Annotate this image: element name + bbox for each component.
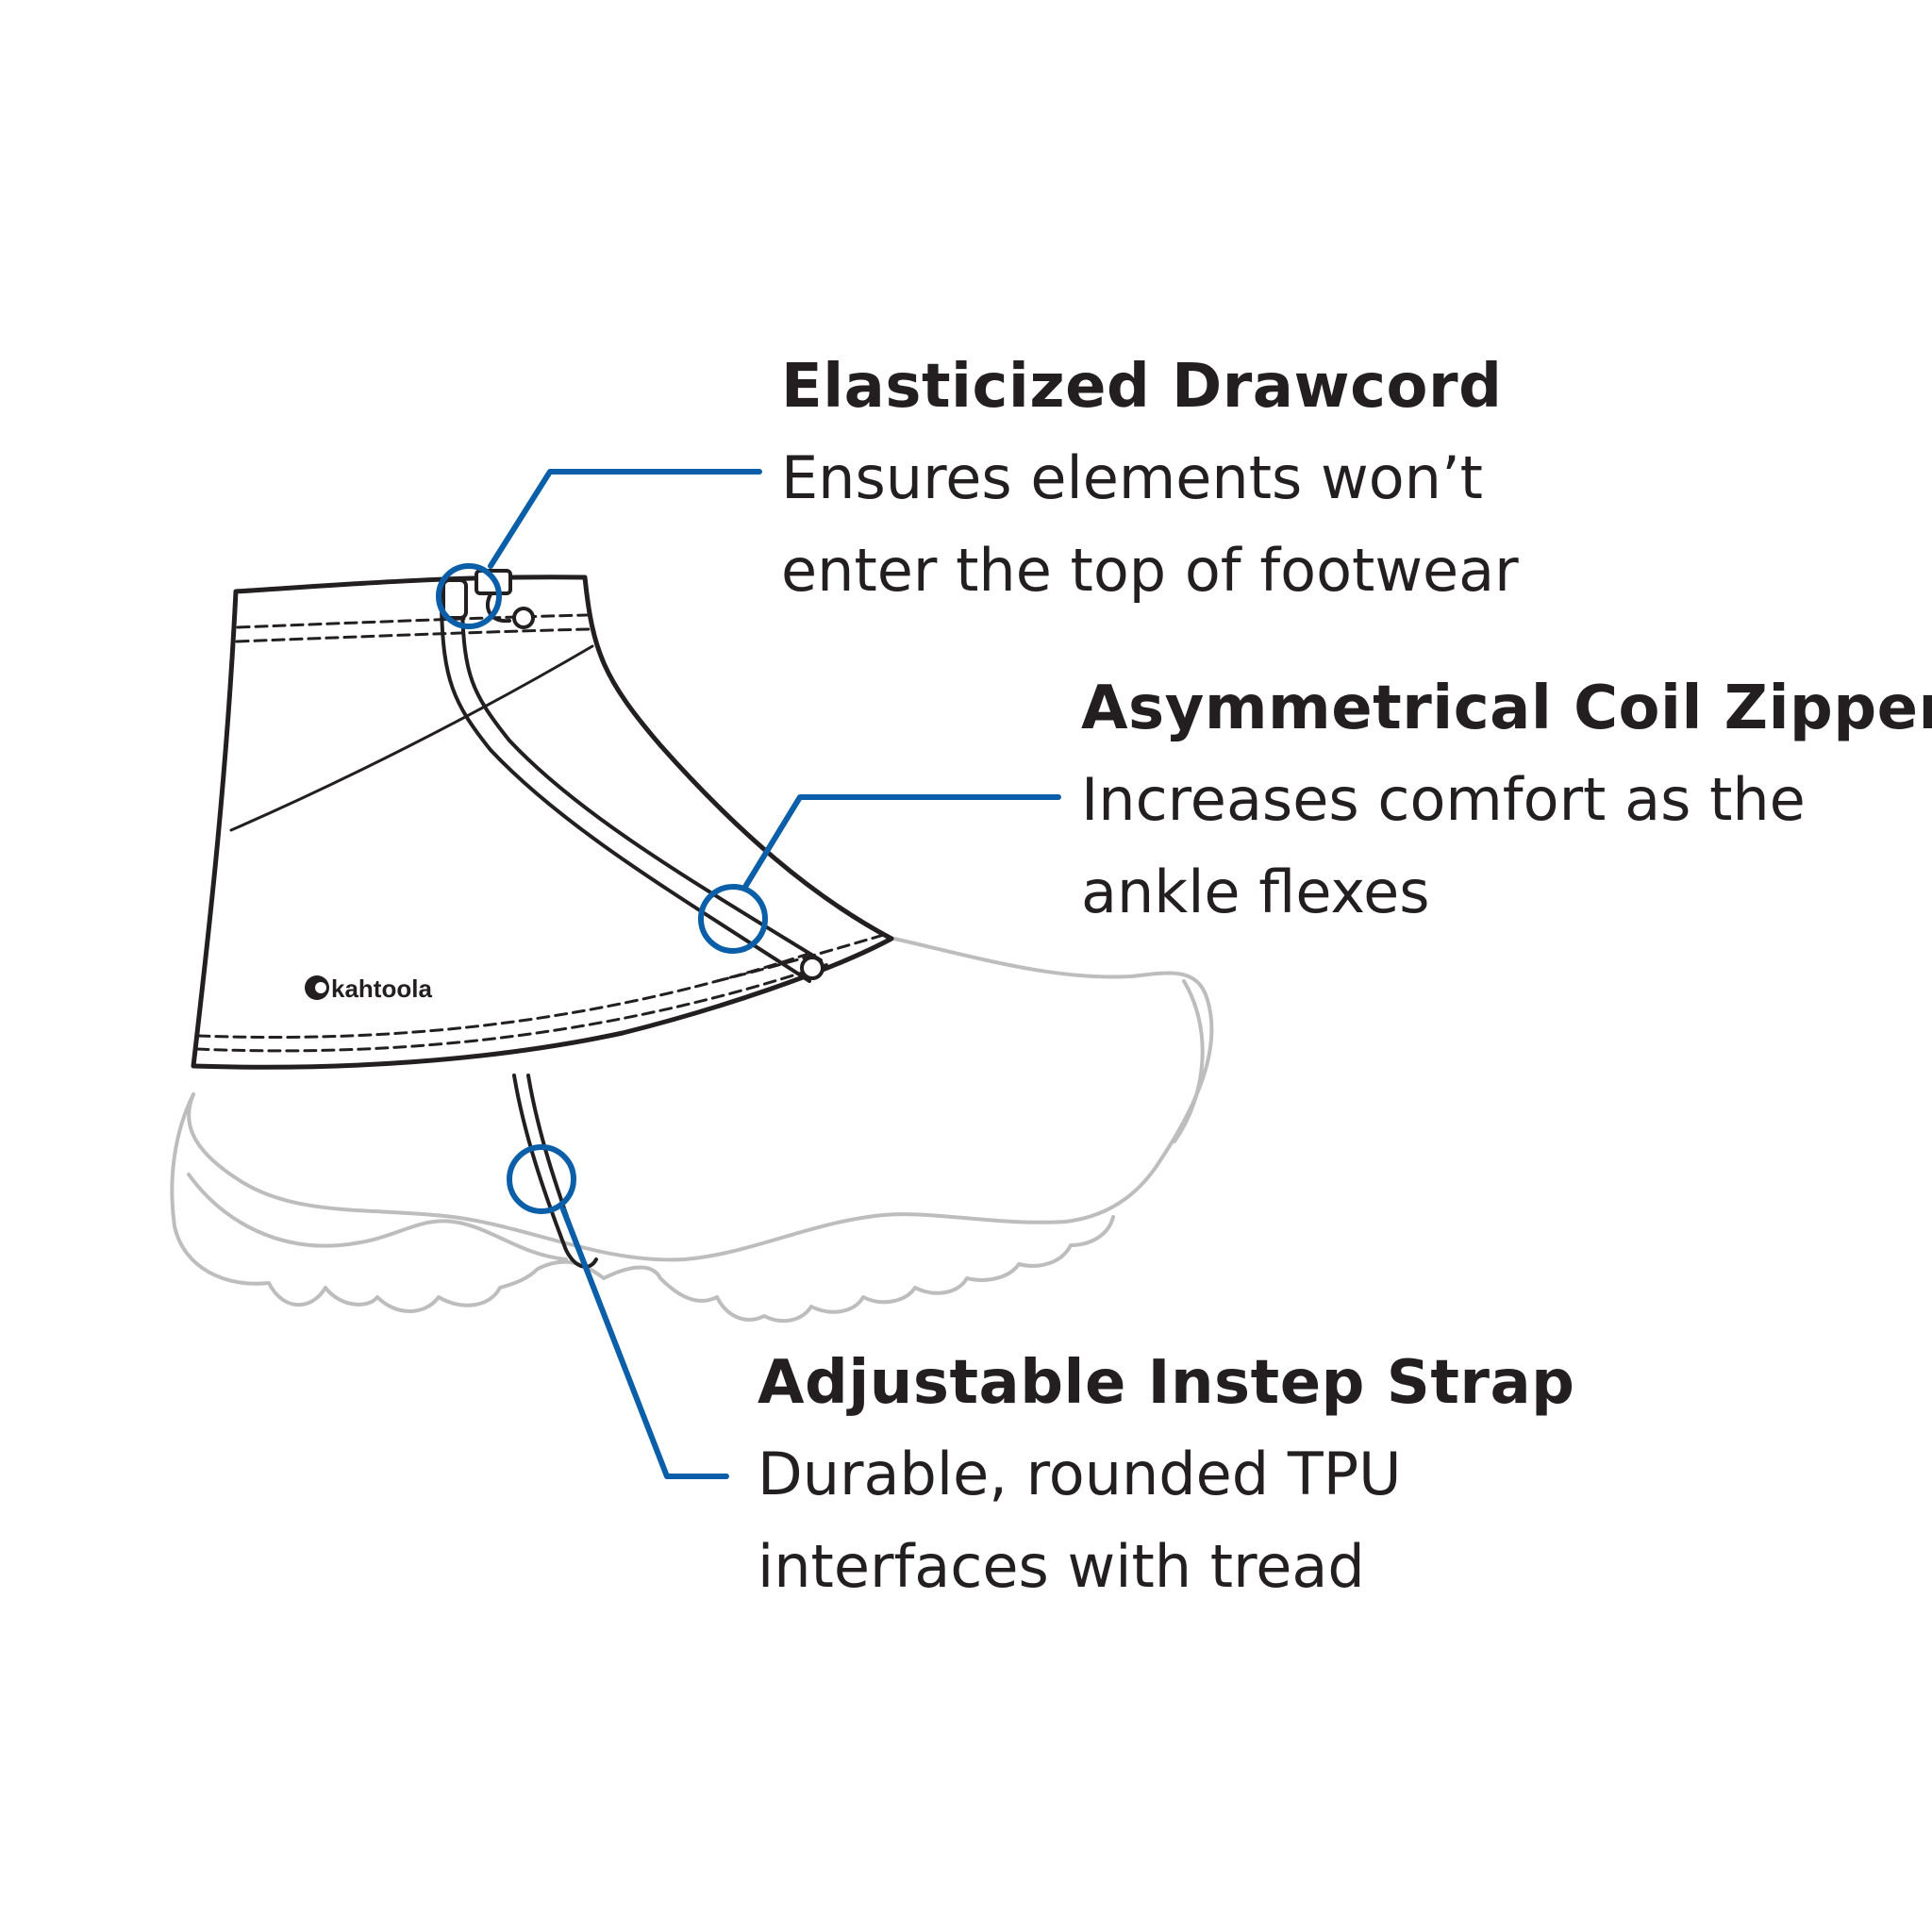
- drawcord-leader-line: [488, 469, 762, 569]
- side-seam: [229, 644, 594, 832]
- drawcord-description-line-2: enter the top of footwear: [781, 536, 1519, 605]
- zipper-callout-circle: [698, 884, 768, 954]
- collar-stitch-2: [235, 627, 591, 643]
- boot-toe-rand: [1173, 979, 1205, 1143]
- zipper-callout: Asymmetrical Coil Zipper Increases comfo…: [1081, 663, 1932, 939]
- drawcord-callout-circle: [436, 563, 502, 629]
- zipper-description-line-2: ankle flexes: [1081, 858, 1430, 926]
- zipper-track-inner: [460, 607, 823, 962]
- strap-description-line-2: interfaces with tread: [758, 1532, 1365, 1601]
- strap-leader-line: [560, 1207, 729, 1479]
- hem-stitch-3: [715, 932, 889, 983]
- gaiter-details: [195, 569, 889, 1269]
- kahtoola-logo-mark-inner: [315, 982, 326, 993]
- boot-midsole-line: [187, 1173, 568, 1261]
- instep-strap: [512, 1074, 598, 1269]
- hem-stitch-2: [195, 962, 830, 1053]
- boot-outsole: [170, 1092, 1115, 1324]
- collar-stitch-1: [236, 613, 589, 629]
- zipper-leader-line: [742, 794, 1061, 890]
- zipper-end: [800, 956, 824, 980]
- drawcord-title: Elasticized Drawcord: [781, 352, 1503, 422]
- drawcord-description-line-1: Ensures elements won’t: [781, 443, 1483, 512]
- strap-callout-circle: [507, 1144, 576, 1214]
- strap-callout: Adjustable Instep Strap Durable, rounded…: [758, 1338, 1574, 1613]
- drawcord-bead: [512, 607, 535, 629]
- callout-lines: [436, 469, 1061, 1479]
- drawcord-callout: Elasticized Drawcord Ensures elements wo…: [781, 341, 1519, 617]
- drawcord-toggle: [441, 578, 468, 620]
- kahtoola-logo: kahtoola: [305, 974, 432, 1003]
- strap-description-line-1: Durable, rounded TPU: [758, 1440, 1402, 1508]
- zipper-description-line-1: Increases comfort as the: [1081, 765, 1806, 834]
- zipper-track-outer: [440, 607, 811, 983]
- kahtoola-logo-text: kahtoola: [331, 974, 432, 1003]
- boot-upper: [187, 932, 1214, 1262]
- boot-illustration: [170, 932, 1214, 1324]
- zipper-title: Asymmetrical Coil Zipper: [1081, 674, 1932, 743]
- strap-title: Adjustable Instep Strap: [758, 1348, 1575, 1418]
